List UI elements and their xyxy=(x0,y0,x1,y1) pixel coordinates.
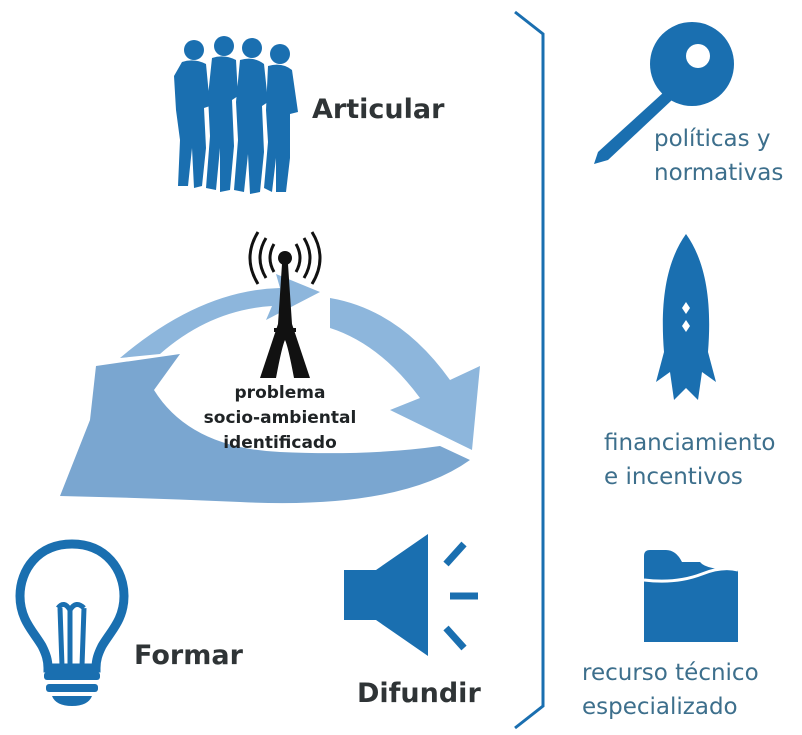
articular-label: Articular xyxy=(312,94,445,125)
difundir-label: Difundir xyxy=(357,678,481,709)
right-item-3-text: recurso técnico especializado xyxy=(582,660,759,720)
center-problem-text: problema socio-ambiental identificado xyxy=(180,381,380,456)
speaker-icon xyxy=(344,534,478,656)
right-item-2-text: financiamiento e incentivos xyxy=(604,430,776,490)
bracket-divider xyxy=(514,10,545,730)
formar-label: Formar xyxy=(134,640,243,671)
center-line-3: identificado xyxy=(223,433,337,453)
cycle-arrows-icon xyxy=(60,274,480,504)
key-icon xyxy=(594,22,734,164)
rocket-icon xyxy=(656,234,716,400)
people-group-icon xyxy=(174,36,298,195)
center-line-2: socio-ambiental xyxy=(203,408,357,428)
radio-tower-icon xyxy=(248,231,322,378)
lightbulb-icon xyxy=(15,539,129,706)
center-line-1: problema xyxy=(234,383,326,403)
right-item-1-text: políticas y normativas xyxy=(654,126,784,186)
folder-icon xyxy=(643,550,739,642)
